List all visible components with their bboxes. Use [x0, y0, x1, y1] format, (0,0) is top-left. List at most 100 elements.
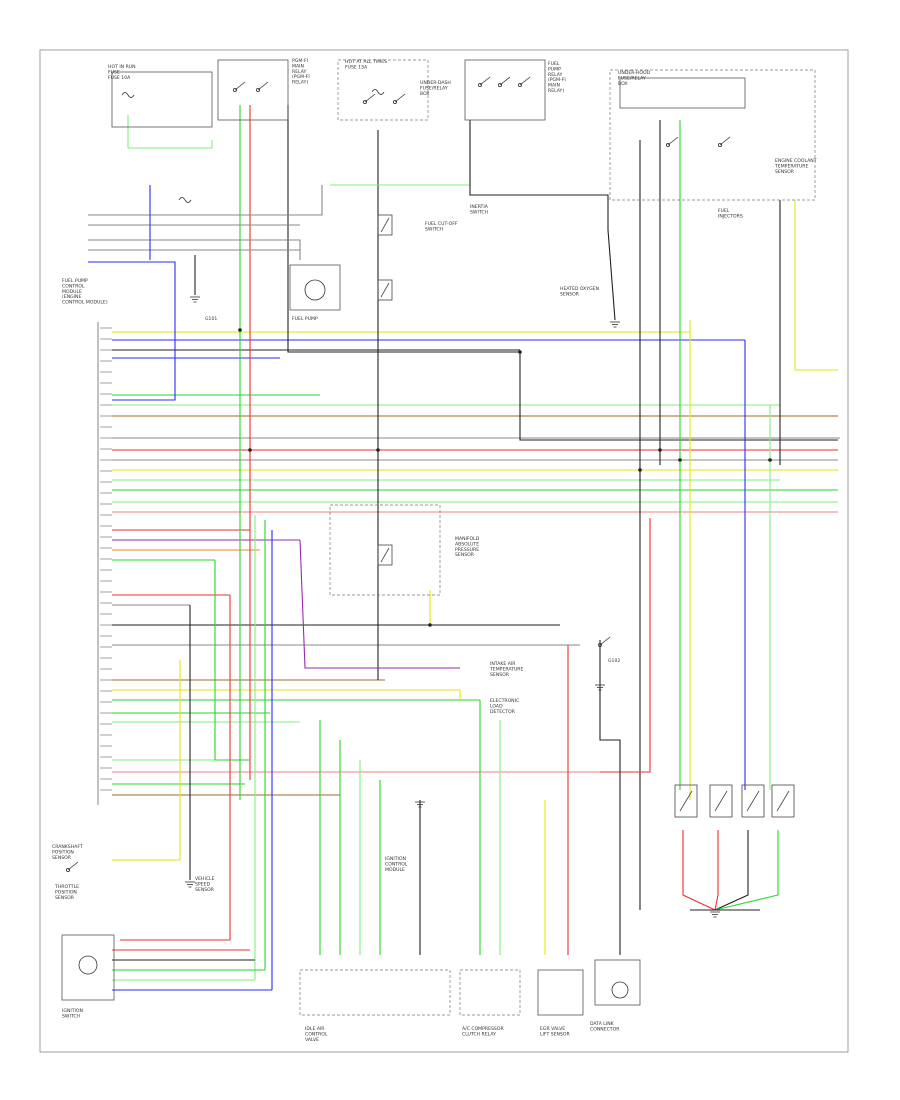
- switch-icon: [67, 861, 79, 871]
- injector-icon: [771, 784, 795, 818]
- relay-icon-coil: [380, 282, 390, 298]
- label-egr: EGR VALVE: [540, 1026, 565, 1032]
- label-pcm: FUEL PUMP: [62, 278, 88, 284]
- label-ignition: CONTROL: [385, 861, 408, 867]
- switch-icon-a: [362, 100, 367, 105]
- switch-icon-a: [477, 83, 482, 88]
- switch-icon: [667, 136, 679, 146]
- label-knock: ELECTRONIC: [490, 698, 519, 704]
- label-egr: LIFT SENSOR: [540, 1031, 571, 1037]
- label-speed-sensor: SPEED: [195, 881, 210, 887]
- label-under-hood: UNDER-HOOD: [618, 70, 651, 76]
- label-knock: DETECTOR: [490, 709, 516, 715]
- junction-dot: [658, 448, 662, 452]
- label-data-link: DATA LINK: [590, 1021, 615, 1027]
- label-iat: INTAKE AIR: [490, 661, 516, 667]
- label-ipdm: SWITCH: [62, 1013, 80, 1019]
- label-knock: LOAD: [490, 703, 503, 709]
- wire-relay-ground: [287, 105, 838, 441]
- wire-injector-lead-1: [682, 830, 716, 911]
- label-throttle: SENSOR: [55, 895, 75, 901]
- wire-fuel-relay-out: [469, 120, 616, 321]
- junction-dot: [238, 328, 242, 332]
- ac-clutch-box: [459, 969, 521, 1016]
- wire-inertia-c: [88, 239, 301, 260]
- label-ect-sensor: SENSOR: [775, 169, 795, 175]
- label-fuel-relay: RELAY: [548, 72, 563, 78]
- injector-coil-1: [679, 790, 693, 812]
- under-hood-inner: [619, 77, 746, 109]
- label-inertia: SWITCH: [470, 209, 488, 215]
- label-gnd-g101: G101: [205, 316, 217, 322]
- label-fuel-cut: SWITCH: [425, 226, 443, 232]
- label-fuel-pump: FUEL PUMP: [292, 316, 318, 322]
- label-map-sensor: MANIFOLD: [455, 536, 480, 542]
- wire-inertia-a: [88, 185, 323, 216]
- label-under-hood: FUSE/RELAY: [618, 75, 646, 81]
- junction-dot: [248, 448, 252, 452]
- label-idle-air: VALVE: [305, 1037, 319, 1043]
- switch-icon: [499, 76, 511, 86]
- fuse-icon: [121, 92, 135, 98]
- injector-coil-4: [776, 790, 790, 812]
- label-o2: SENSOR: [560, 291, 580, 297]
- label-pgm-relay: (PGM-FI: [292, 74, 310, 80]
- switch-icon: [364, 93, 376, 103]
- label-fuel-relay: MAIN: [548, 83, 560, 89]
- label-pgm-relay: MAIN: [292, 63, 304, 69]
- label-ipdm: IGNITION: [62, 1008, 83, 1014]
- fuse-icon: [371, 89, 385, 95]
- relay-icon-coil: [380, 217, 390, 233]
- motor-icon: [78, 955, 98, 975]
- injector-icon: [709, 784, 733, 818]
- label-idle-air: CONTROL: [305, 1031, 328, 1037]
- label-pcm: MODULE: [62, 289, 82, 295]
- switch-icon-a: [392, 100, 397, 105]
- wire-fuel-relay-link: [330, 120, 471, 186]
- label-fuel-relay: RELAY): [548, 88, 564, 94]
- label-injectors: FUEL: [718, 208, 730, 214]
- label-under-dash: UNDER-DASH: [420, 80, 451, 86]
- label-hot-run: HOT IN RUN: [108, 64, 136, 70]
- switch-icon: [234, 81, 246, 91]
- injector-icon: [741, 784, 765, 818]
- label-ac-clutch: A/C COMPRESSOR: [462, 1026, 504, 1032]
- junction-dot: [678, 458, 682, 462]
- switch-icon: [479, 76, 491, 86]
- label-under-dash: BOX: [420, 91, 430, 97]
- label-fuel-relay: PUMP: [548, 66, 561, 72]
- label-hot-run: FUSE: [108, 69, 120, 75]
- label-o2: HEATED OXYGEN: [560, 286, 599, 292]
- fuel-pump-box: [289, 264, 341, 311]
- label-injectors: INJECTORS: [718, 213, 743, 219]
- wire-blue-loop: [88, 261, 176, 401]
- data-link-box: [594, 959, 641, 1006]
- label-crank: POSITION: [52, 849, 74, 855]
- switch-icon-a: [518, 83, 523, 88]
- label-pcm: CONTROL MODULE): [62, 300, 108, 306]
- label-gnd-g102: G102: [608, 658, 620, 664]
- label-idle-air: IDLE AIR: [305, 1026, 325, 1032]
- switch-icon-a: [232, 88, 237, 93]
- label-map-sensor: SENSOR: [455, 552, 475, 558]
- junction-dot: [428, 623, 432, 627]
- label-ect-sensor: TEMPERATURE: [774, 163, 808, 169]
- label-map-sensor: ABSOLUTE: [455, 541, 479, 547]
- label-hot-run: FUSE 10A: [108, 75, 131, 81]
- label-pcm: (ENGINE: [62, 294, 81, 300]
- label-pgm-relay: RELAY: [292, 69, 307, 75]
- label-map-sensor: PRESSURE: [455, 547, 479, 553]
- junction-dot: [376, 448, 380, 452]
- label-inertia: INERTIA: [470, 204, 489, 210]
- wire-yellow-crank: [112, 660, 181, 861]
- injector-coil-3: [746, 790, 760, 812]
- relay-icon: [377, 279, 393, 301]
- wire-red-loop: [600, 518, 651, 773]
- label-under-dash: FUSE/RELAY: [420, 85, 448, 91]
- label-ac-clutch: CLUTCH RELAY: [462, 1031, 496, 1037]
- motor-icon: [304, 279, 326, 301]
- hot-all-fuse-box: [337, 59, 429, 121]
